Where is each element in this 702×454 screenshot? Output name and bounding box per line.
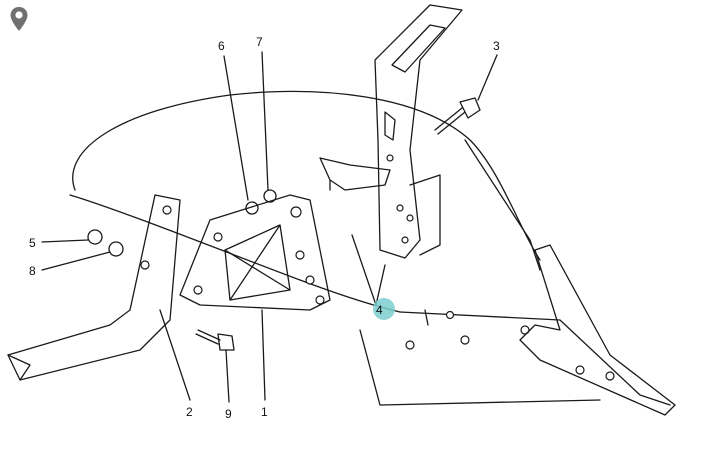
share-point xyxy=(519,244,676,416)
bracket xyxy=(319,157,391,191)
part-label-6[interactable]: 6 xyxy=(218,39,225,53)
frame-leg xyxy=(374,4,463,259)
mounting-plate xyxy=(179,194,331,311)
part-label-7[interactable]: 7 xyxy=(256,35,263,49)
nuts xyxy=(87,189,277,257)
map-pin-icon[interactable] xyxy=(9,6,29,37)
bolt-9 xyxy=(195,329,235,351)
selected-part-highlight[interactable] xyxy=(373,298,395,320)
plough-body xyxy=(69,90,671,406)
part-label-8[interactable]: 8 xyxy=(29,264,36,278)
coulter-blade xyxy=(7,194,181,381)
bolt-3 xyxy=(434,97,481,135)
part-label-5[interactable]: 5 xyxy=(29,236,36,250)
part-label-9[interactable]: 9 xyxy=(225,407,232,421)
part-label-3[interactable]: 3 xyxy=(493,39,500,53)
part-label-1[interactable]: 1 xyxy=(261,405,268,419)
part-label-2[interactable]: 2 xyxy=(186,405,193,419)
leader-lines xyxy=(41,51,498,403)
part-label-4[interactable]: 4 xyxy=(376,303,383,317)
